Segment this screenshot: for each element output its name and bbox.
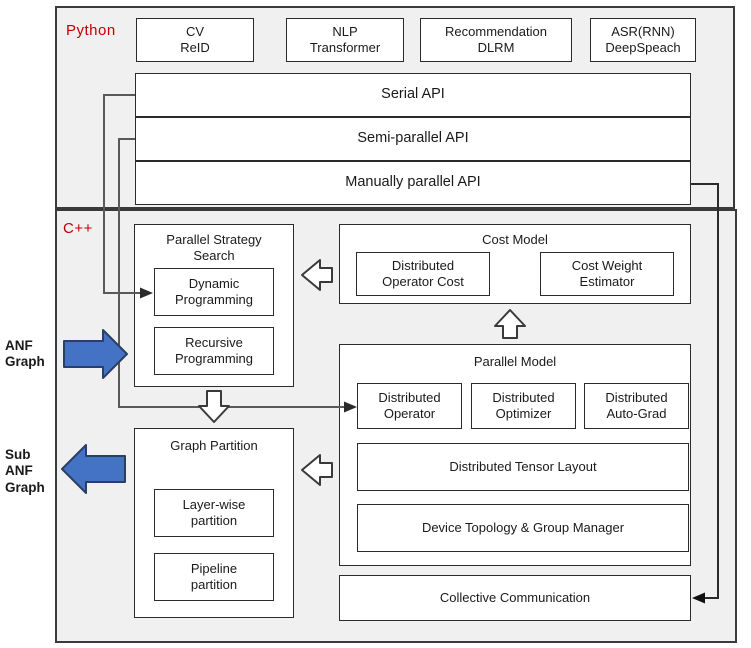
api-box-manually-parallel-api[interactable]: Manually parallel API [135,161,691,205]
group-title-cost-model: Cost Model [482,232,548,247]
box-device-topology-group-manager[interactable]: Device Topology & Group Manager [357,504,689,552]
box-cost-weight-estimator[interactable]: Cost Weight Estimator [540,252,674,296]
box-distributed-operator-cost[interactable]: Distributed Operator Cost [356,252,490,296]
box-layer-wise-partition[interactable]: Layer-wise partition [154,489,274,537]
group-title-graph-partition: Graph Partition [170,438,258,453]
cpp-layer-label: C++ [63,220,93,237]
box-dynamic-programming[interactable]: Dynamic Programming [154,268,274,316]
api-box-semi-parallel-api[interactable]: Semi-parallel API [135,117,691,161]
box-distributed-operator[interactable]: Distributed Operator [357,383,462,429]
box-collective-communication[interactable]: Collective Communication [339,575,691,621]
box-distributed-optimizer[interactable]: Distributed Optimizer [471,383,576,429]
box-pipeline-partition[interactable]: Pipeline partition [154,553,274,601]
python-layer-label: Python [66,22,116,39]
side-label-sub-anf-graph: Sub ANF Graph [5,447,45,495]
app-box-asr-rnn-deepspeach[interactable]: ASR(RNN) DeepSpeach [590,18,696,62]
app-box-cv-reid[interactable]: CV ReID [136,18,254,62]
box-recursive-programming[interactable]: Recursive Programming [154,327,274,375]
api-box-serial-api[interactable]: Serial API [135,73,691,117]
app-box-recommendation-dlrm[interactable]: Recommendation DLRM [420,18,572,62]
side-label-anf-graph: ANF Graph [5,338,45,370]
group-title-parallel-model: Parallel Model [473,354,557,369]
box-distributed-auto-grad[interactable]: Distributed Auto-Grad [584,383,689,429]
app-box-nlp-transformer[interactable]: NLP Transformer [286,18,404,62]
box-distributed-tensor-layout[interactable]: Distributed Tensor Layout [357,443,689,491]
group-title-parallel-strategy-search: Parallel Strategy Search [166,232,262,263]
